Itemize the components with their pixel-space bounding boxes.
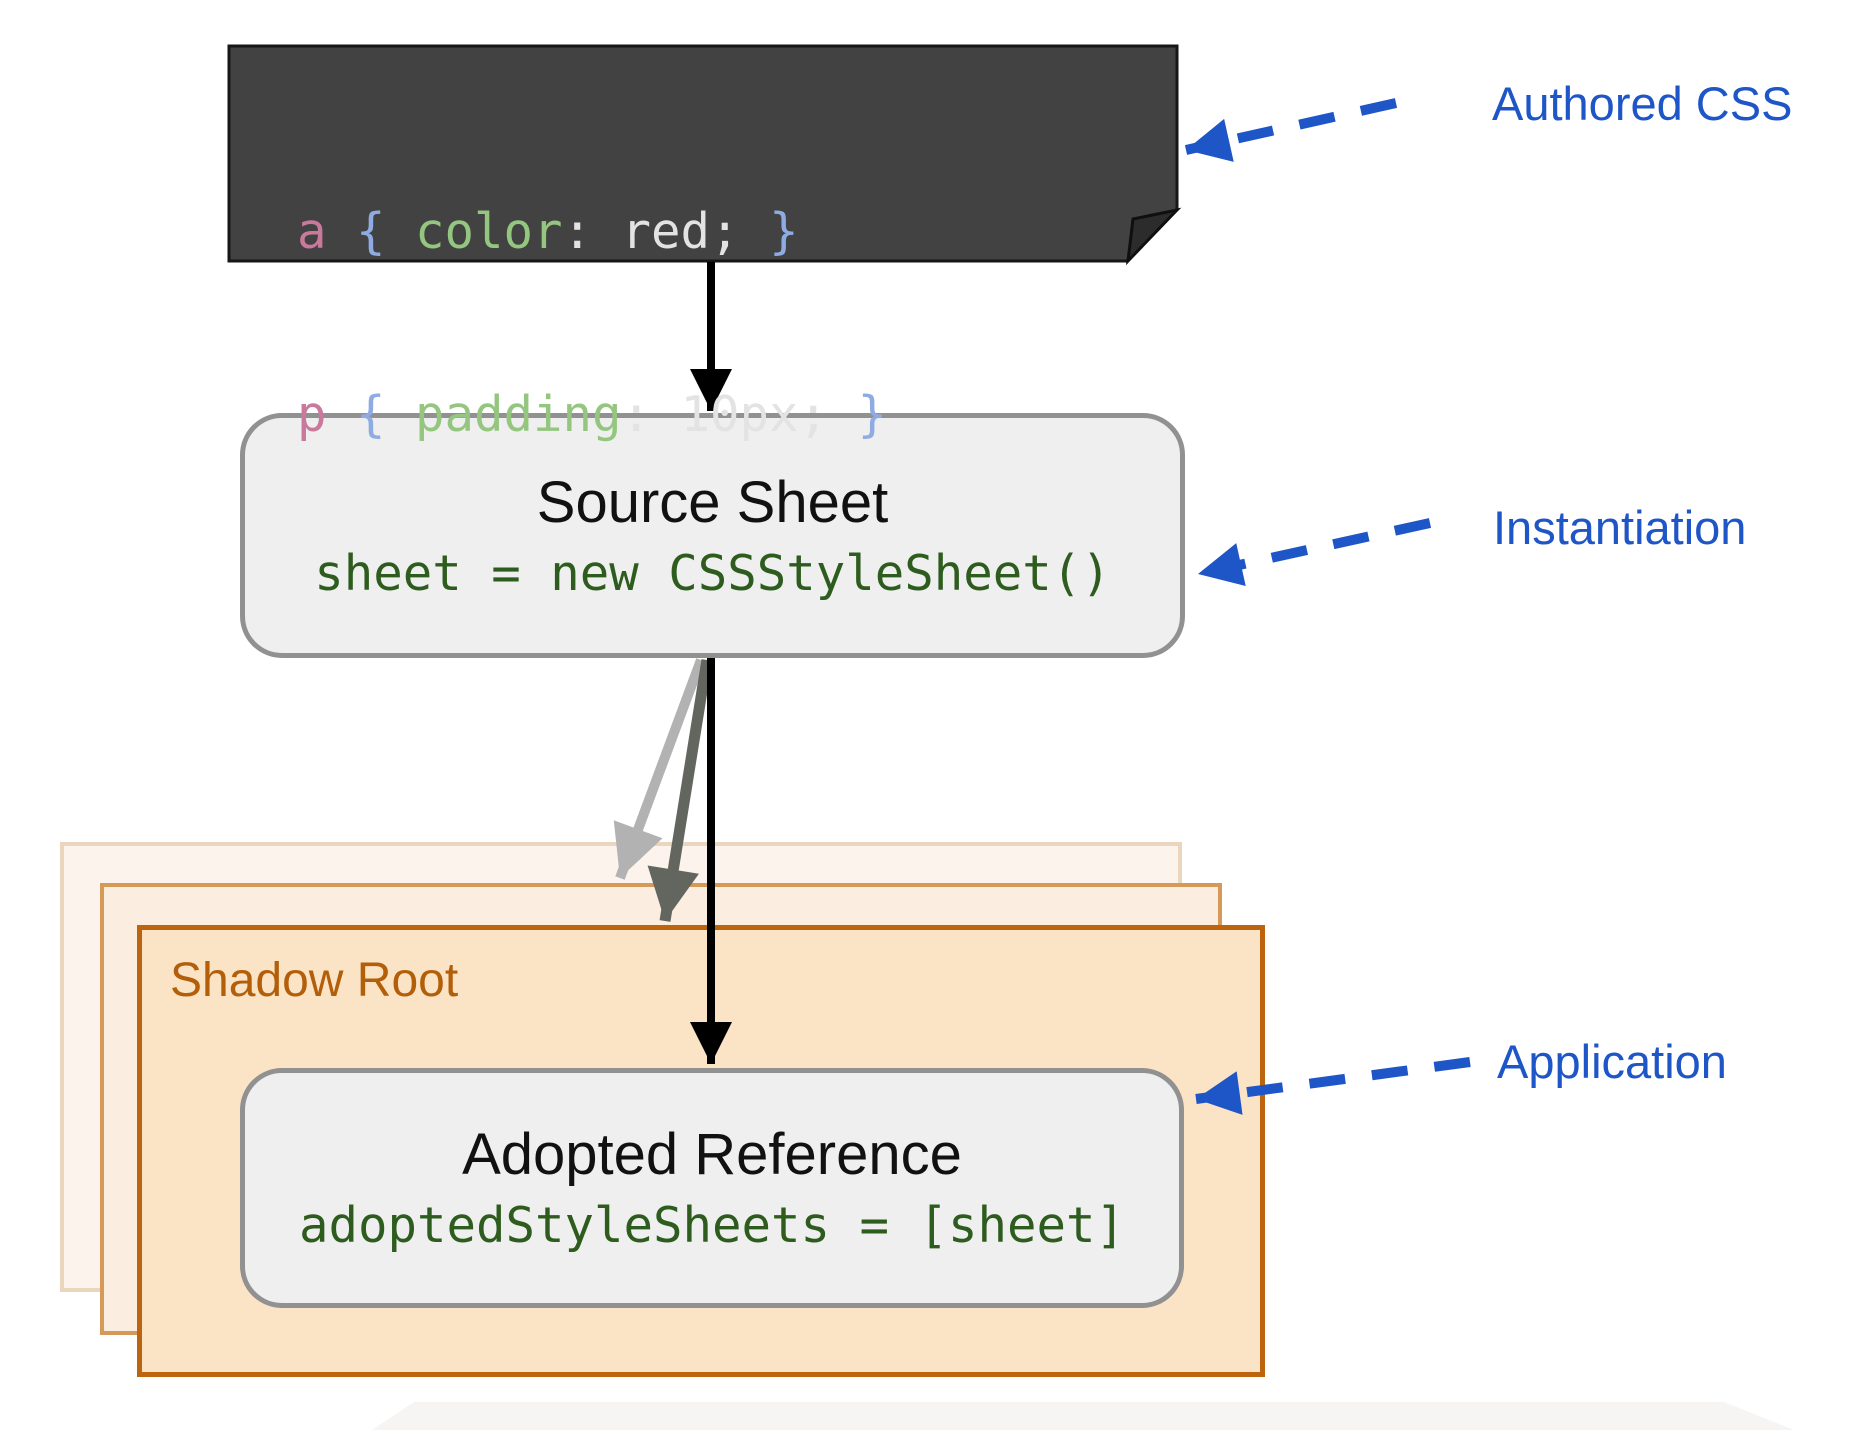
adopted-reference-box: Adopted Reference adoptedStyleSheets = [… — [240, 1068, 1184, 1308]
css-open-brace: { — [326, 386, 416, 443]
css-selector: a — [297, 203, 327, 260]
source-sheet-title: Source Sheet — [536, 469, 889, 535]
adopted-reference-title: Adopted Reference — [462, 1122, 962, 1187]
source-sheet-code: sheet = new CSSStyleSheet() — [314, 544, 1111, 602]
css-property: padding — [415, 386, 622, 443]
shadow-root-label: Shadow Root — [170, 954, 459, 1007]
css-close-brace: } — [857, 386, 888, 443]
bottom-faint-band — [372, 1402, 1794, 1430]
authored-css-line-2: p { padding: 10px; } — [297, 384, 887, 445]
adopted-reference-code: adoptedStyleSheets = [sheet] — [298, 1197, 1125, 1254]
authored-css-annotation-arrow — [1184, 98, 1398, 162]
css-open-brace: { — [326, 203, 416, 260]
authored-css-code: a { color: red; } p { padding: 10px; } — [297, 79, 887, 567]
css-selector: p — [297, 386, 327, 443]
authored-css-annotation-label: Authored CSS — [1492, 77, 1793, 130]
application-annotation-label: Application — [1497, 1035, 1727, 1088]
css-value: : 10px; — [621, 386, 858, 443]
authored-css-line-1: a { color: red; } — [297, 201, 887, 262]
css-value: : red; — [562, 203, 770, 260]
authored-css-box-fold-icon — [1125, 207, 1182, 266]
css-close-brace: } — [769, 203, 799, 260]
source-sheet-box: Source Sheet sheet = new CSSStyleSheet() — [240, 413, 1185, 658]
instantiation-annotation-label: Instantiation — [1493, 501, 1747, 554]
css-property: color — [415, 203, 563, 260]
instantiation-annotation-arrow — [1196, 518, 1432, 587]
